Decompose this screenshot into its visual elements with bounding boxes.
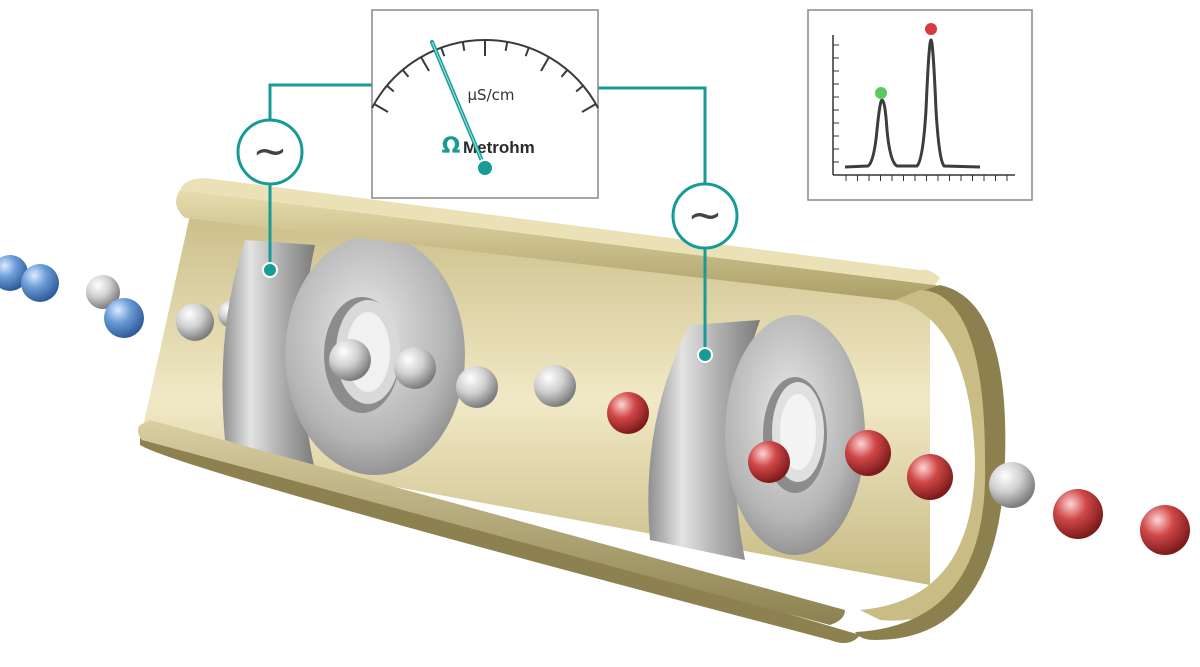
neutral-particle (86, 275, 120, 309)
chromatogram (807, 9, 1033, 201)
meter-scale-tick (540, 56, 550, 72)
particles-front (329, 339, 790, 483)
tube-end-rim (855, 285, 1006, 640)
chromatogram-ticks (833, 44, 1008, 181)
meter-scale-tick (420, 56, 430, 72)
ac-wave-icon-left: ~ (252, 126, 287, 175)
anion-particle (1140, 505, 1190, 555)
conductivity-meter: µS/cm Ω Metrohm (371, 9, 599, 199)
ac-source-left: ~ (236, 118, 304, 186)
anion-particle (845, 430, 891, 476)
ac-wave-icon-right: ~ (687, 190, 722, 239)
ac-source-right: ~ (671, 182, 739, 250)
meter-scale-tick (560, 69, 569, 78)
tube-top-wall (176, 178, 955, 305)
cation-particle (0, 255, 28, 291)
circuit-wires (268, 83, 707, 355)
anion-particle (748, 441, 790, 483)
meter-scale-tick (401, 69, 410, 78)
contact-dot-right (697, 347, 713, 363)
meter-scale-tick (373, 103, 389, 113)
contact-dot-left (262, 262, 278, 278)
meter-scale-tick (504, 41, 509, 51)
neutral-particle (534, 365, 576, 407)
electrode-ring-right (648, 315, 865, 560)
cation-particle (104, 298, 144, 338)
meter-scale-tick (581, 103, 597, 113)
meter-scale-tick (386, 84, 395, 93)
peak-marker-large (925, 23, 937, 35)
cation-particle (21, 264, 59, 302)
tube-bottom-wall (137, 420, 860, 644)
meter-scale-tick (461, 41, 466, 51)
meter-scale (371, 39, 599, 113)
meter-scale-tick (440, 47, 446, 57)
neutral-particle (329, 339, 371, 381)
neutral-particle (989, 462, 1035, 508)
meter-brand-name: Metrohm (463, 138, 535, 157)
peak-marker-small (875, 87, 887, 99)
anion-particle (1053, 489, 1103, 539)
anion-particle (607, 392, 649, 434)
meter-needle-pivot (476, 159, 494, 177)
meter-unit-label: µS/cm (468, 86, 515, 104)
meter-scale-tick (575, 84, 584, 93)
neutral-particle (394, 347, 436, 389)
meter-scale-tick (524, 47, 530, 57)
chromatogram-trace (844, 38, 981, 169)
neutral-particle (456, 366, 498, 408)
neutral-particle (176, 303, 214, 341)
particles-exit (845, 430, 1190, 555)
anion-particle (907, 454, 953, 500)
metrohm-logo-icon: Ω (442, 134, 461, 159)
